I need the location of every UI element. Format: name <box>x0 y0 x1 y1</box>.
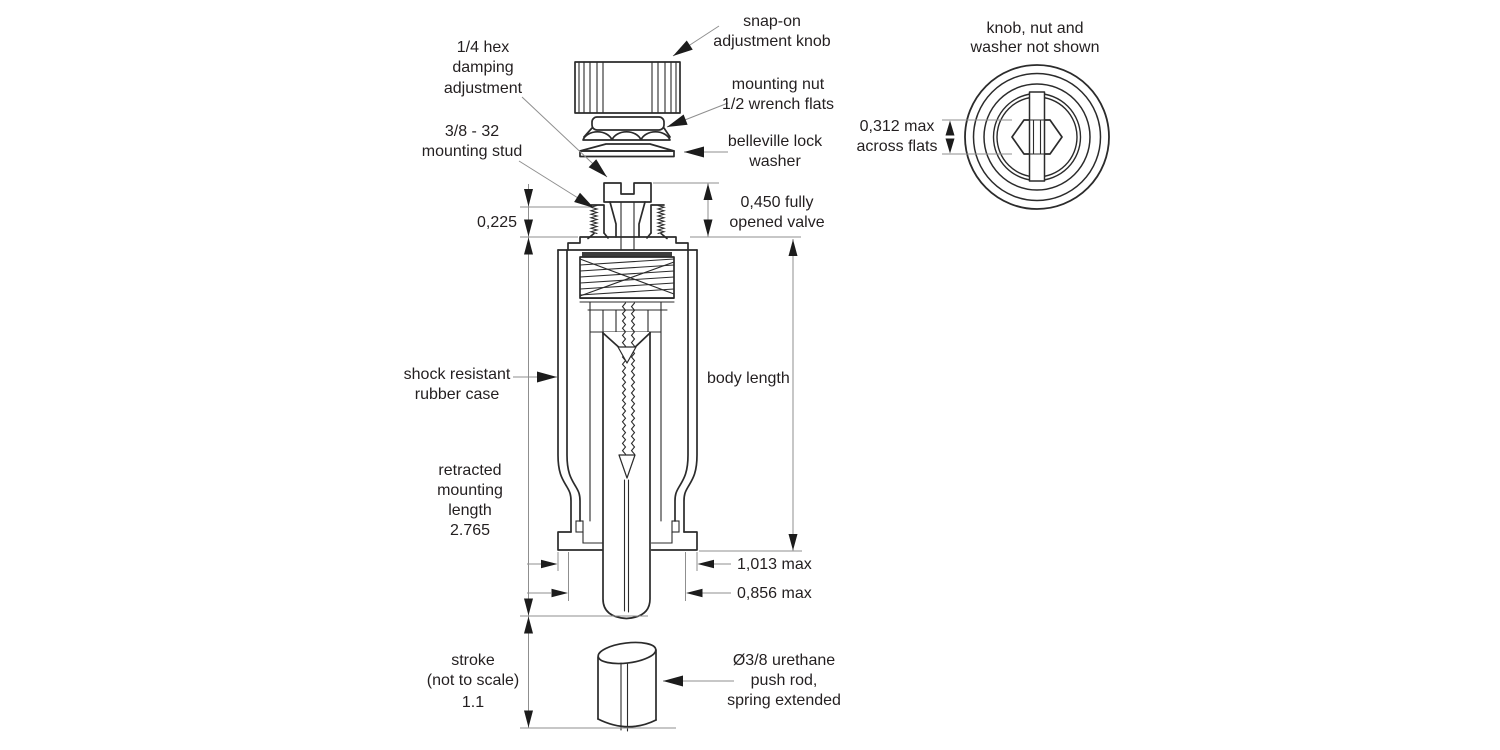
dim-valve-open-2: opened valve <box>729 214 824 231</box>
dim-stroke-2: (not to scale) <box>427 672 519 689</box>
label-hex-damping: 1/4 hex <box>457 39 509 56</box>
screwdriver-slot <box>1028 91 1046 182</box>
label-hex-damping-3: adjustment <box>444 80 523 97</box>
mounting-stud-threads-right <box>646 204 668 240</box>
valve-stem <box>603 182 652 251</box>
dim-width-inner: 0,856 max <box>737 585 812 602</box>
rubber-case-left <box>557 249 605 551</box>
dim-stud-height: 0,225 <box>477 214 517 231</box>
front-view <box>557 61 698 732</box>
dim-width-outer: 1,013 max <box>737 556 812 573</box>
stud-shoulder <box>557 236 698 251</box>
coil-spring-section <box>579 252 675 303</box>
label-mounting-nut-2: 1/2 wrench flats <box>722 96 834 113</box>
top-view <box>942 64 1110 210</box>
snap-on-knob <box>574 61 681 114</box>
adjusting-screw <box>602 302 651 613</box>
label-rubber-case-2: rubber case <box>415 386 500 403</box>
dimension-arrows <box>524 183 798 728</box>
dim-retracted-length-2: mounting <box>437 482 503 499</box>
mounting-stud-threads-left <box>587 204 609 240</box>
dim-retracted-length-3: length <box>448 502 492 519</box>
hex-socket <box>1011 119 1063 155</box>
label-push-rod-3: spring extended <box>727 692 841 709</box>
note-top-view-2: washer not shown <box>970 39 1100 56</box>
label-belleville-washer-2: washer <box>748 153 801 170</box>
belleville-washer <box>579 143 675 158</box>
label-mounting-stud: 3/8 - 32 <box>445 123 499 140</box>
dim-stroke: stroke <box>451 652 495 669</box>
dim-across-flats-2: across flats <box>857 138 938 155</box>
label-snap-on-knob-2: adjustment knob <box>713 33 831 50</box>
note-top-view: knob, nut and <box>987 20 1084 37</box>
dimension-lines <box>520 182 802 729</box>
label-mounting-stud-2: mounting stud <box>422 143 523 160</box>
leader-hex-damping <box>521 96 608 178</box>
leader-snap-on-knob <box>672 25 720 57</box>
leader-mounting-nut <box>666 102 729 128</box>
dim-valve-open: 0,450 fully <box>741 194 814 211</box>
knurl-lines <box>578 61 677 114</box>
mounting-nut <box>582 116 671 141</box>
label-hex-damping-2: damping <box>452 59 513 76</box>
piston-section <box>587 301 668 522</box>
coil-hatch <box>579 258 675 297</box>
label-push-rod: Ø3/8 urethane <box>733 652 835 669</box>
dim-across-flats: 0,312 max <box>860 118 935 135</box>
label-belleville-washer: belleville lock <box>728 133 823 150</box>
label-mounting-nut: mounting nut <box>732 76 825 93</box>
label-rubber-case: shock resistant <box>404 366 511 383</box>
dim-retracted-length: retracted <box>438 462 501 479</box>
leader-mounting-stud <box>518 160 595 209</box>
push-rod-extended <box>597 641 657 732</box>
label-push-rod-2: push rod, <box>751 672 818 689</box>
top-view-circles <box>964 64 1110 210</box>
dim-retracted-length-4: 2.765 <box>450 522 490 539</box>
leader-lines <box>513 25 734 687</box>
label-snap-on-knob: snap-on <box>743 13 801 30</box>
dim-body-length: body length <box>707 370 790 387</box>
dim-stroke-3: 1.1 <box>462 694 484 711</box>
